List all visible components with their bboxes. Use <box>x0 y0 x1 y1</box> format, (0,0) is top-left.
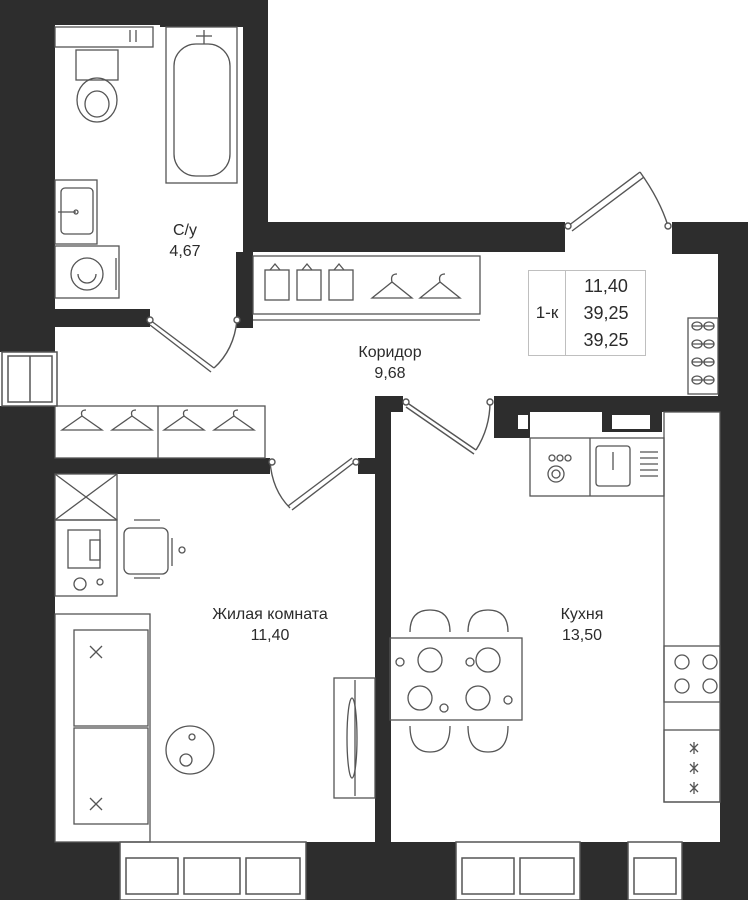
room-name: С/у <box>173 222 197 239</box>
wall-right-lower <box>720 395 748 900</box>
wall-living-top-stub <box>358 458 375 474</box>
bathtub <box>165 26 238 184</box>
wall-living-top-left <box>55 458 270 474</box>
window-kitchen-small <box>627 841 683 900</box>
dining-table <box>389 609 523 753</box>
shelf <box>54 26 154 48</box>
living-room-furniture <box>54 473 376 843</box>
living-area-value: 11,40 <box>584 276 628 296</box>
room-name: Кухня <box>560 606 604 623</box>
wall-top-bathroom <box>0 0 268 27</box>
doors <box>146 171 672 511</box>
tv-unit <box>333 677 376 799</box>
dishwasher-icon <box>547 454 572 483</box>
kitchen-door <box>405 401 491 455</box>
room-area: 13,50 <box>561 627 603 644</box>
entrance-door <box>567 171 669 232</box>
wall-partition-living-kitchen <box>375 396 391 900</box>
apartment-type: 1-к <box>529 271 566 355</box>
stove <box>663 645 721 703</box>
sofa <box>54 613 151 843</box>
wall-bathroom-corridor <box>236 252 253 328</box>
apartment-summary: 1-к 11,40 39,25 39,25 <box>528 270 646 356</box>
shoe-rack <box>687 317 719 395</box>
room-area: 9,68 <box>374 365 406 382</box>
wall-bathroom-bottom <box>55 309 150 327</box>
windows <box>1 351 683 900</box>
wardrobe-corridor <box>252 255 481 321</box>
wall-bathroom-right <box>243 0 268 222</box>
wall-corridor-top <box>243 222 565 252</box>
room-area: 4,67 <box>169 243 201 260</box>
bathroom-door <box>149 319 238 373</box>
sink <box>54 179 98 245</box>
room-label-bathroom: С/у 4,67 <box>150 220 220 262</box>
openings <box>55 25 672 429</box>
window-living <box>119 841 307 900</box>
room-label-corridor: Коридор 9,68 <box>330 342 450 384</box>
room-name: Жилая комната <box>212 606 328 623</box>
window-left <box>1 351 58 407</box>
bathroom-fixtures <box>54 26 238 299</box>
wall-right-upper <box>718 222 748 400</box>
living-door <box>269 457 357 511</box>
wall-left-upper <box>0 0 55 352</box>
room-area: 11,40 <box>250 627 290 644</box>
coffee-table <box>165 725 215 775</box>
room-label-living: Жилая комната 11,40 <box>190 604 350 646</box>
office-chair <box>123 519 186 579</box>
ventilation-box <box>54 473 118 521</box>
wall-left-lower <box>0 406 55 900</box>
area-values: 11,40 39,25 39,25 <box>566 273 646 354</box>
toilet <box>75 49 119 123</box>
corridor-fixtures <box>54 255 719 459</box>
fridge <box>663 729 721 803</box>
room-label-kitchen: Кухня 13,50 <box>532 604 632 646</box>
total-area-value-2: 39,25 <box>583 330 629 350</box>
kitchen-sink <box>595 445 658 487</box>
desk <box>54 519 118 597</box>
kitchen-furniture <box>389 411 721 803</box>
window-kitchen <box>455 841 581 900</box>
total-area-value: 39,25 <box>583 303 629 323</box>
wall-kitchen-top-left <box>375 396 403 412</box>
wardrobe-living-entry <box>54 405 266 459</box>
washing-machine <box>54 245 120 299</box>
room-name: Коридор <box>358 344 422 361</box>
